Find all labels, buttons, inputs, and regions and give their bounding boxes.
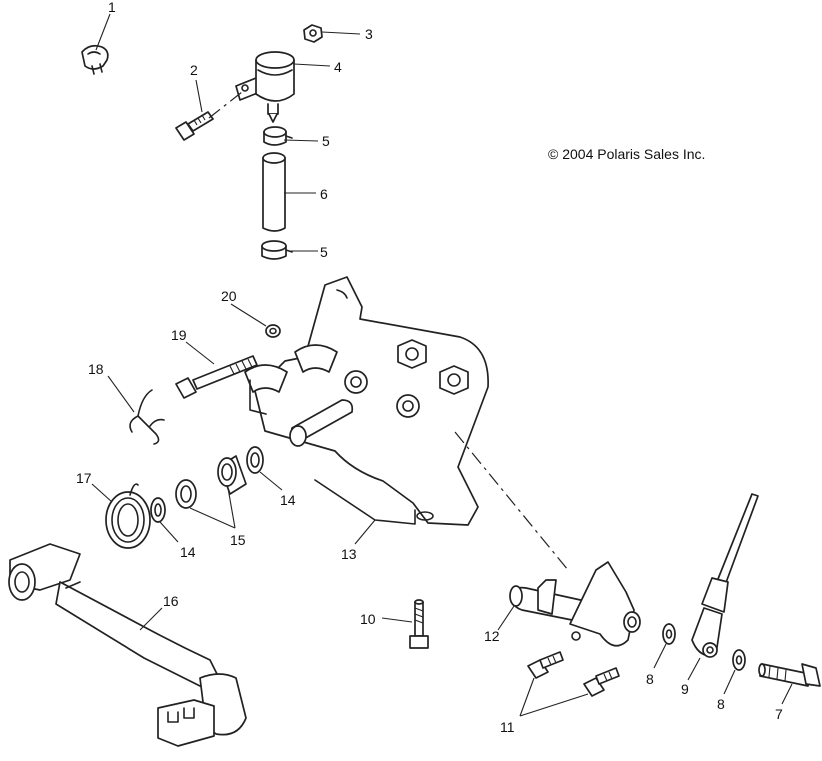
callout-9: 9	[681, 681, 689, 697]
callout-15: 15	[230, 532, 246, 548]
part-19-bolt	[175, 355, 258, 399]
callout-8-right: 8	[717, 696, 725, 712]
part-20-washer	[265, 324, 281, 338]
part-4-reservoir	[235, 51, 295, 123]
part-18-clip	[129, 389, 165, 445]
part-14-washer-right	[246, 446, 264, 474]
callout-labels: 1 2 3 4 5 5 6 7 8 8 9 10 11 12 13 14 14 …	[76, 0, 783, 735]
part-5-clamp-lower	[261, 240, 293, 260]
part-15-bushing-left	[175, 479, 197, 509]
callout-17: 17	[76, 470, 92, 486]
part-8-washer-right	[732, 649, 746, 671]
part-12-pivot-shaft	[509, 561, 641, 647]
part-11-bolt-lower	[583, 667, 620, 697]
callout-16: 16	[163, 593, 179, 609]
callout-4: 4	[334, 59, 342, 75]
callout-5-lower: 5	[320, 244, 328, 260]
part-14-washer-left	[150, 497, 166, 523]
callout-19: 19	[171, 327, 187, 343]
part-15-bushing-right	[217, 455, 247, 495]
callout-12: 12	[484, 628, 500, 644]
callout-3: 3	[365, 26, 373, 42]
part-1-clamp	[81, 44, 109, 75]
callout-6: 6	[320, 186, 328, 202]
copyright-text: © 2004 Polaris Sales Inc.	[548, 146, 705, 162]
callout-7: 7	[775, 706, 783, 722]
leader-lines	[91, 13, 793, 717]
part-3-nut	[303, 24, 323, 43]
callout-14-left: 14	[180, 544, 196, 560]
callout-10: 10	[360, 611, 376, 627]
callout-8-left: 8	[646, 671, 654, 687]
part-13-bracket	[244, 276, 489, 526]
callout-1: 1	[108, 0, 116, 15]
part-6-hose	[262, 152, 286, 232]
part-5-clamp-upper	[263, 126, 293, 146]
part-8-washer-left	[662, 623, 676, 645]
part-16-brake-pedal	[8, 543, 247, 747]
callout-14-right: 14	[280, 492, 296, 508]
callout-11: 11	[500, 719, 515, 735]
part-10-bolt	[409, 599, 429, 649]
part-11-bolt-upper	[527, 651, 564, 679]
part-2-bolt	[175, 111, 214, 141]
callout-18: 18	[88, 361, 104, 377]
part-17-spring	[105, 483, 151, 549]
callout-13: 13	[341, 546, 357, 562]
callout-2: 2	[190, 62, 198, 78]
part-9-clevis-rod	[691, 493, 759, 658]
callout-20: 20	[221, 288, 237, 304]
part-7-bolt	[758, 663, 821, 687]
callout-5-upper: 5	[322, 133, 330, 149]
